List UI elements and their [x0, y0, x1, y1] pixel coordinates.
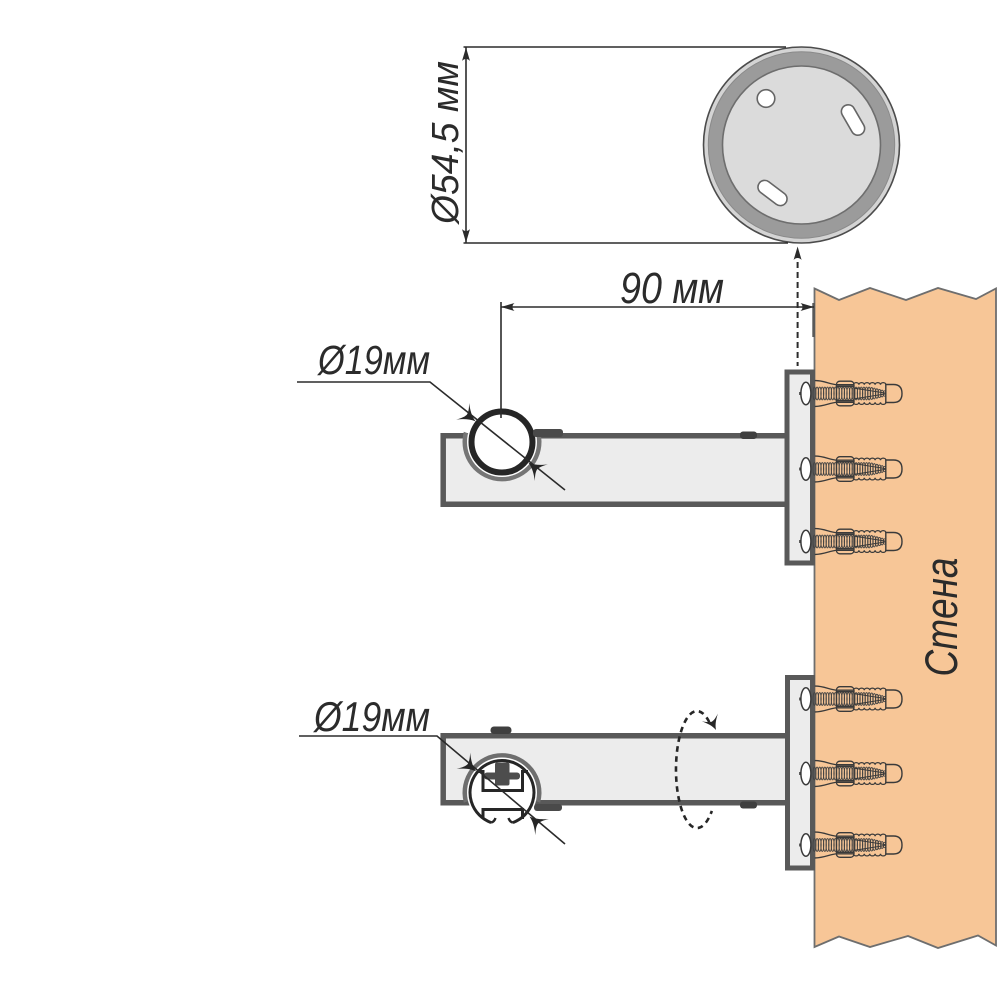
- svg-text:90 мм: 90 мм: [620, 264, 724, 313]
- svg-text:Ø54,5 мм: Ø54,5 мм: [425, 61, 467, 226]
- svg-text:Стена: Стена: [916, 558, 967, 677]
- svg-text:Ø19мм: Ø19мм: [316, 337, 430, 383]
- svg-text:Ø19мм: Ø19мм: [312, 693, 430, 740]
